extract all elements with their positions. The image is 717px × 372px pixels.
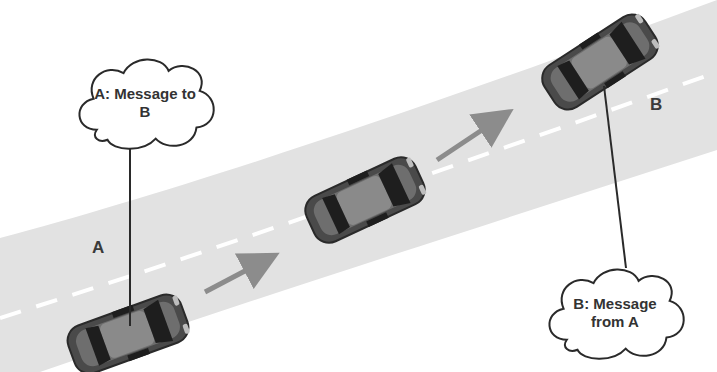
callout-text: A: Message to B (92, 85, 198, 121)
motion-arrow (205, 262, 262, 292)
car (536, 8, 665, 117)
car (300, 151, 431, 249)
car-label: B (650, 95, 662, 115)
leader-line (604, 86, 626, 268)
cloud-callout: A: Message to B (70, 52, 220, 152)
cloud-callout: B: Message from A (540, 262, 690, 362)
car-label: A (92, 238, 104, 258)
callout-text: B: Message from A (562, 295, 668, 331)
motion-arrow (437, 120, 497, 160)
leader-line (129, 148, 131, 326)
car (63, 289, 194, 372)
